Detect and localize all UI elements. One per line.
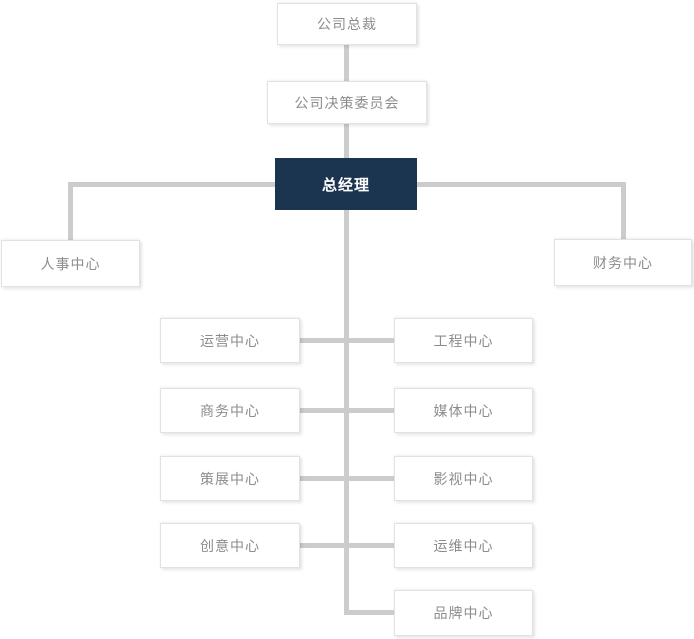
connector-row-business (300, 408, 394, 413)
connector-row-curation (300, 476, 394, 481)
node-label: 商务中心 (200, 402, 260, 419)
node-label: 品牌中心 (433, 605, 494, 621)
node-media-center[interactable]: 媒体中心 (394, 388, 533, 433)
connector-row-operations (300, 338, 394, 343)
node-label: 影视中心 (433, 470, 494, 487)
node-company-president[interactable]: 公司总裁 (277, 3, 417, 45)
node-label: 财务中心 (593, 254, 653, 271)
node-general-manager[interactable]: 总经理 (275, 158, 417, 210)
node-operations-center[interactable]: 运营中心 (160, 318, 300, 363)
node-business-center[interactable]: 商务中心 (160, 388, 300, 433)
node-brand-center[interactable]: 品牌中心 (394, 590, 533, 636)
node-label: 公司总裁 (317, 16, 377, 32)
node-label: 媒体中心 (433, 402, 494, 419)
node-finance-center[interactable]: 财务中心 (554, 239, 692, 286)
node-label: 创意中心 (200, 537, 260, 554)
node-decision-committee[interactable]: 公司决策委员会 (267, 81, 427, 124)
connector-gm-right-horizontal (417, 182, 626, 187)
connector-committee-gm (344, 124, 349, 158)
node-label: 策展中心 (200, 470, 260, 487)
node-engineering-center[interactable]: 工程中心 (394, 318, 533, 363)
connector-hr-vertical (68, 182, 73, 240)
node-curation-center[interactable]: 策展中心 (160, 456, 300, 501)
node-hr-center[interactable]: 人事中心 (1, 240, 140, 287)
connector-finance-vertical (621, 182, 626, 239)
connector-brand-elbow (344, 610, 394, 615)
node-label: 运维中心 (433, 537, 494, 554)
node-label: 工程中心 (433, 332, 494, 349)
connector-president-committee (344, 45, 349, 81)
node-label: 公司决策委员会 (294, 94, 400, 111)
node-label: 运营中心 (200, 332, 260, 349)
node-label: 人事中心 (40, 255, 101, 272)
connector-gm-left-horizontal (68, 182, 275, 187)
node-ops-maintenance-center[interactable]: 运维中心 (394, 523, 533, 568)
node-film-tv-center[interactable]: 影视中心 (394, 456, 533, 501)
node-creative-center[interactable]: 创意中心 (160, 523, 300, 568)
connector-row-creative (300, 543, 394, 548)
node-label: 总经理 (321, 176, 370, 194)
